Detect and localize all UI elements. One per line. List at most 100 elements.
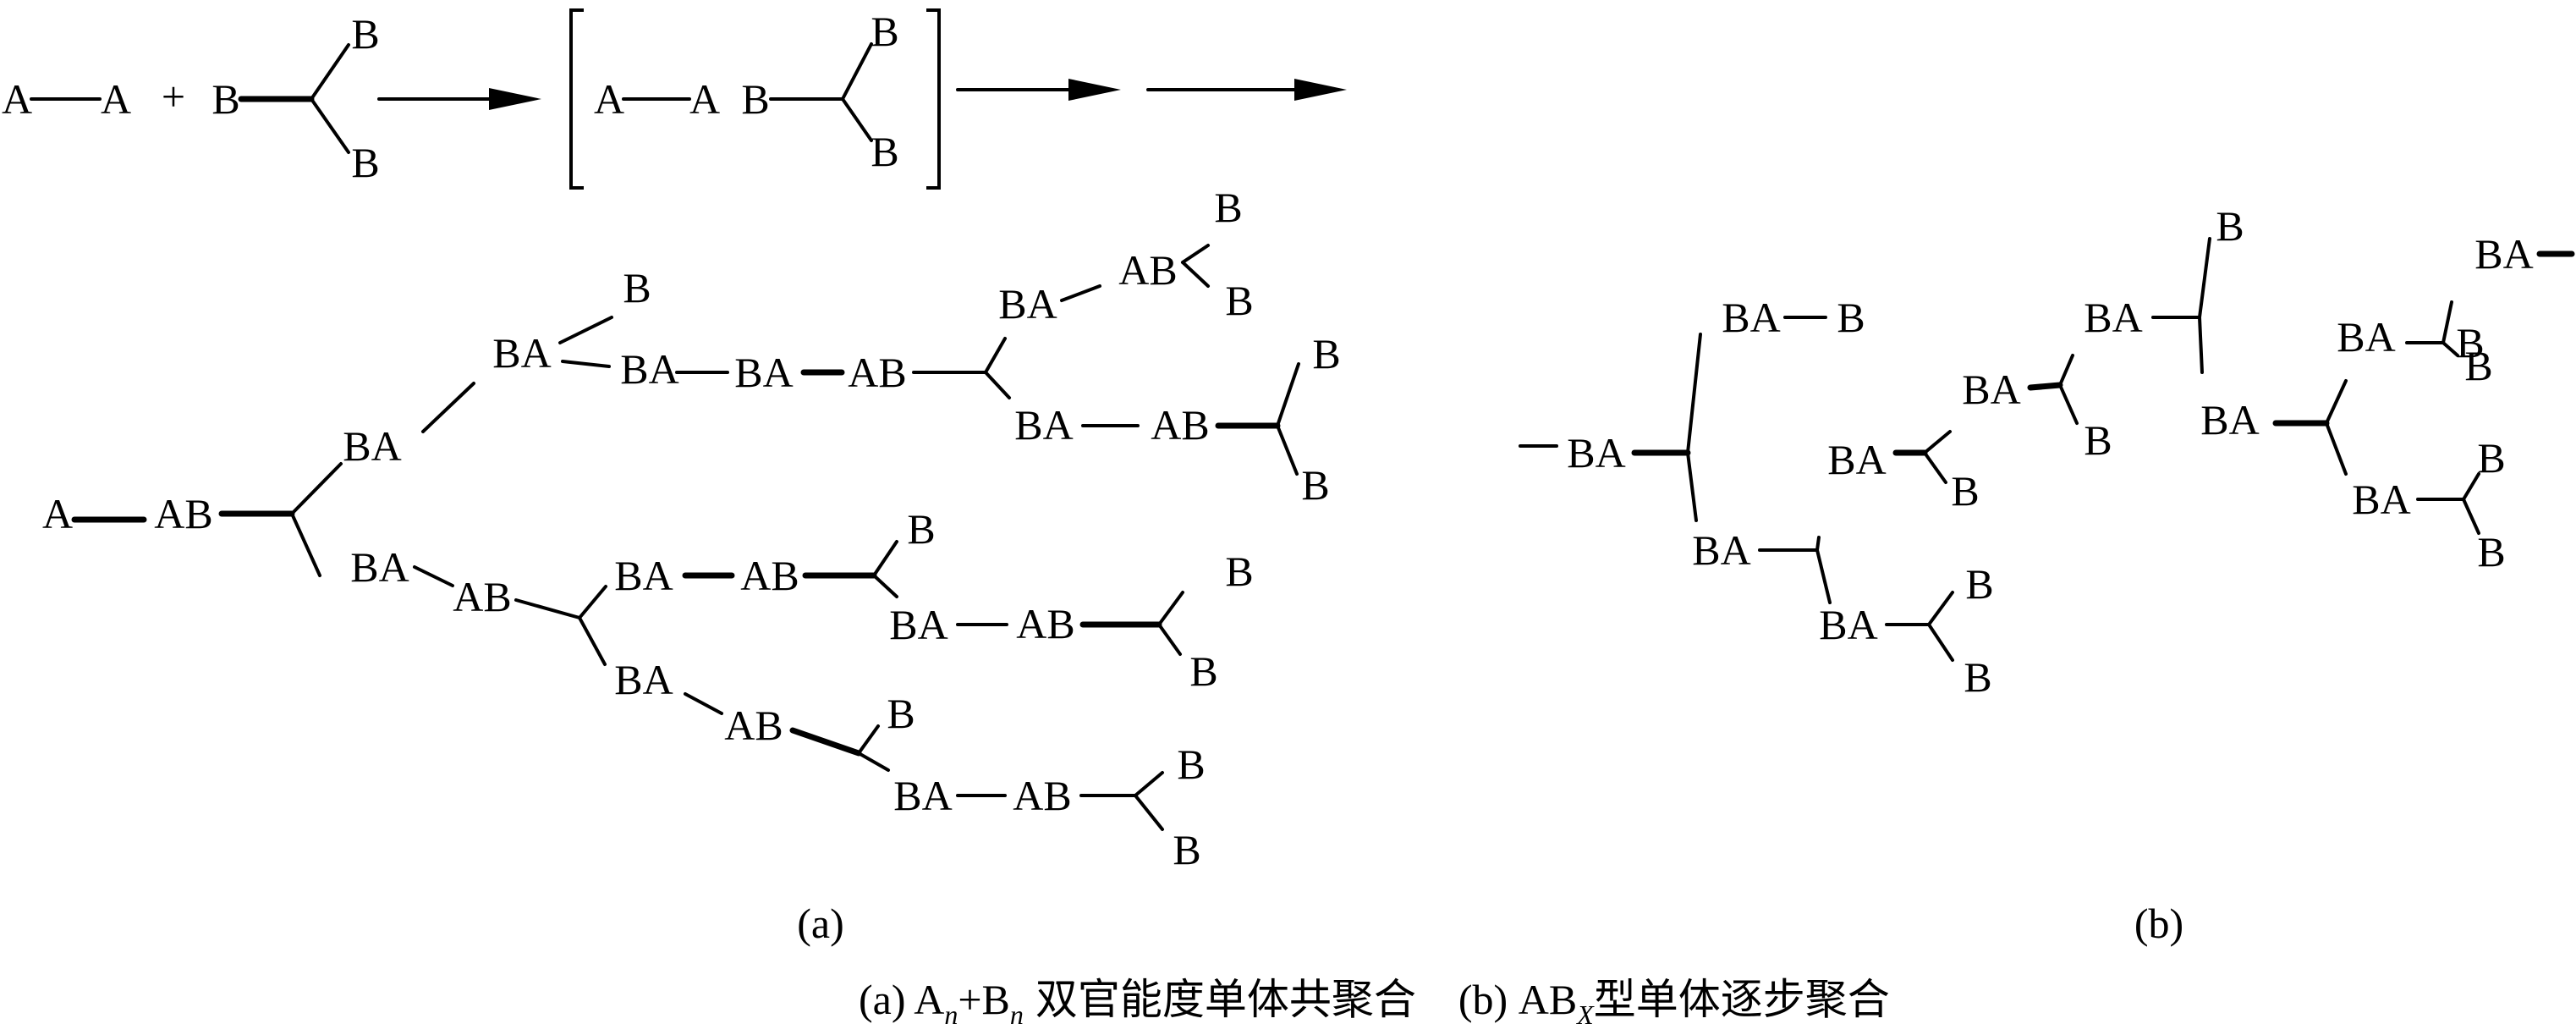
atom-label-ab: AB [1013, 772, 1071, 819]
bond-line [2462, 472, 2480, 501]
atom-label-ba: BA [1014, 401, 1073, 449]
atom-label-b: B [1177, 740, 1205, 788]
atom-label-ab: AB [1118, 246, 1177, 294]
panel-label-a: (a) [797, 900, 844, 947]
atom-label-b: B [1837, 294, 1865, 341]
bond-line [1815, 548, 1832, 604]
plus-sign: + [162, 73, 185, 120]
atom-label-a: A [594, 75, 624, 123]
bond-line [1134, 794, 1164, 831]
atom-label-ba: BA [2337, 313, 2395, 361]
atom-label-ab: AB [1016, 600, 1074, 647]
bond-line [1927, 591, 1954, 626]
atom-label-b: B [871, 8, 898, 55]
atom-label-ab: AB [724, 702, 783, 749]
atom-label-ba: BA [1819, 601, 1877, 648]
reaction-arrow-2 [956, 79, 1121, 101]
bond-line [984, 337, 1007, 374]
atom-label-b: B [2464, 342, 2492, 389]
bond-line [789, 727, 862, 757]
bond-line [2058, 354, 2074, 387]
atom-label-b: B [871, 128, 898, 175]
atom-label-ba: BA [2200, 396, 2259, 443]
bond-lines [30, 42, 2575, 831]
bond-line [1157, 623, 1182, 656]
bond-line [1927, 623, 1954, 662]
bond-line [578, 616, 607, 666]
atom-label-a: A [42, 490, 73, 537]
bond-line [2027, 382, 2063, 391]
bond-line [290, 462, 343, 515]
bond-line [413, 565, 454, 587]
atom-label-a: A [689, 75, 720, 123]
bond-line [872, 540, 898, 577]
bond-line [2198, 316, 2204, 374]
bond-line [1686, 333, 1702, 454]
caption-a-plus: +B [958, 976, 1010, 1023]
bond-line [684, 692, 723, 715]
bond-line [2325, 421, 2348, 476]
atom-label-b: B [1189, 647, 1217, 695]
bond-line [841, 97, 873, 142]
atom-label-ba: BA [2352, 476, 2410, 523]
atom-label-ba: BA [620, 345, 678, 393]
caption-a-sub-n2: n [1010, 999, 1024, 1030]
bond-line [872, 574, 898, 598]
bond-line [290, 512, 321, 577]
atom-label-a: A [2, 75, 32, 123]
atom-label-ba: BA [350, 543, 409, 591]
atom-label-b: B [2477, 528, 2505, 575]
atom-label-b: B [351, 139, 379, 186]
atom-label-ab: AB [453, 573, 511, 620]
atom-label-b: B [1951, 467, 1979, 515]
atom-label-b: B [1173, 826, 1200, 873]
bond-line [578, 585, 607, 619]
reaction-arrow-1 [377, 88, 541, 110]
caption-a-text: 双官能度单体共聚合 [1035, 976, 1416, 1023]
left-bracket [569, 8, 584, 190]
atom-label-b: B [1214, 184, 1242, 231]
atom-label-ba: BA [893, 772, 952, 819]
bond-line [558, 316, 613, 344]
bond-line [2441, 341, 2459, 357]
caption-b-sub-x: X [1575, 999, 1595, 1030]
bond-line [1181, 261, 1210, 288]
atom-label-b: B [1965, 560, 1993, 608]
atom-label-ab: AB [740, 552, 799, 599]
bond-line [2198, 237, 2211, 319]
atom-label-b: B [623, 264, 651, 311]
bond-line [984, 371, 1011, 399]
atom-label-b: B [1312, 330, 1340, 377]
bond-line [561, 360, 611, 368]
bond-line [2058, 383, 2079, 425]
atom-label-b: B [2456, 319, 2484, 366]
atom-label-ba: BA [998, 280, 1057, 328]
atom-label-ba: BA [1692, 526, 1750, 574]
caption-b-prefix: (b) AB [1458, 976, 1577, 1023]
atom-label-ba: BA [1567, 429, 1625, 476]
atom-label-ba: BA [1722, 294, 1780, 341]
atom-label-b: B [2216, 202, 2244, 250]
atom-label-b: B [211, 75, 239, 123]
bond-line [1815, 536, 1821, 552]
reaction-arrow-3 [1146, 79, 1347, 101]
atom-label-b: B [351, 10, 379, 58]
atom-label-ba: BA [614, 552, 673, 599]
atom-label-ab: AB [1151, 401, 1209, 449]
bond-line [421, 382, 475, 433]
atom-label-ba: BA [2084, 294, 2142, 341]
atom-label-b: B [2084, 416, 2112, 464]
atom-label-ba: BA [343, 422, 401, 470]
caption-a-sub-n1: n [944, 999, 958, 1030]
atom-label-ba: BA [614, 656, 673, 703]
atom-label-b: B [1301, 461, 1329, 509]
bond-line [857, 751, 890, 772]
bond-line [1686, 451, 1698, 522]
bond-line [1157, 591, 1184, 626]
atom-label-ba: BA [1962, 366, 2020, 413]
atom-label-b: B [907, 505, 935, 553]
bond-line [1276, 424, 1299, 476]
bond-line [1060, 284, 1101, 302]
